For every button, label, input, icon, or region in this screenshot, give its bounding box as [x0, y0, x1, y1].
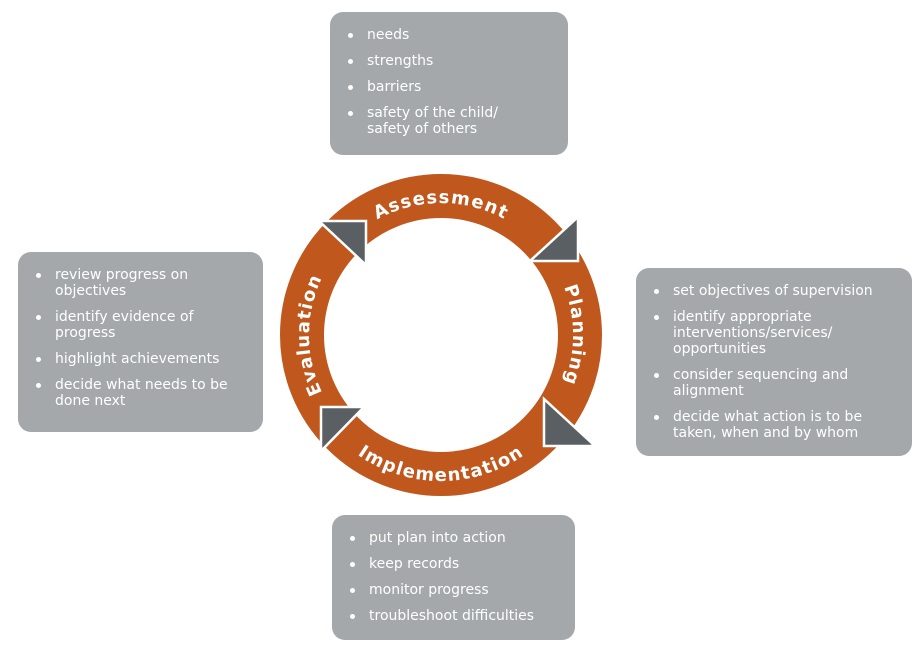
planning-panel: set objectives of supervision identify a…	[636, 268, 912, 456]
planning-bullet-list: set objectives of supervision identify a…	[636, 268, 912, 461]
list-item: review progress on objectives	[18, 267, 255, 299]
list-item-text: needs	[367, 27, 410, 43]
arrowhead-implementation-to-evaluation-icon	[319, 405, 367, 455]
cycle-ring	[280, 174, 602, 496]
bullet-dot	[36, 356, 41, 362]
list-item-text: highlight achievements	[55, 351, 220, 367]
bullet-dot	[348, 84, 353, 90]
list-item-text: keep records	[369, 556, 460, 572]
list-item-text: review progress on objectives	[55, 267, 189, 299]
bullet-dot	[654, 314, 659, 320]
list-item-text: barriers	[367, 79, 422, 95]
list-item-text: troubleshoot difficulties	[369, 608, 535, 624]
list-item-text: monitor progress	[369, 582, 489, 598]
bullet-dot	[36, 382, 41, 388]
bullet-dot	[350, 561, 355, 567]
list-item: troubleshoot difficulties	[332, 608, 567, 624]
list-item: decide what needs to be done next	[18, 377, 255, 409]
arrowhead-assessment-to-planning-icon	[526, 214, 580, 263]
bullet-dot	[654, 414, 659, 420]
list-item-text: identify appropriate interventions/servi…	[673, 309, 833, 357]
bullet-dot	[350, 587, 355, 593]
arrowhead-planning-to-implementation-icon	[542, 396, 599, 448]
list-item-text: put plan into action	[369, 530, 506, 546]
bullet-dot	[36, 272, 41, 278]
bullet-dot	[348, 32, 353, 38]
bullet-dot	[36, 314, 41, 320]
list-item: identify evidence of progress	[18, 309, 255, 341]
assessment-panel: needs strengths barriers safety of the c…	[330, 12, 568, 155]
list-item: highlight achievements	[18, 351, 255, 367]
list-item: monitor progress	[332, 582, 567, 598]
list-item-text: set objectives of supervision	[673, 283, 873, 299]
list-item: needs	[330, 27, 560, 43]
list-item: decide what action is to be taken, when …	[636, 409, 904, 441]
bullet-dot	[654, 372, 659, 378]
assessment-bullet-list: needs strengths barriers safety of the c…	[330, 12, 568, 157]
list-item: safety of the child/ safety of others	[330, 105, 560, 137]
list-item: put plan into action	[332, 530, 567, 546]
bullet-dot	[654, 288, 659, 294]
list-item-text: strengths	[367, 53, 434, 69]
list-item-text: consider sequencing and alignment	[673, 367, 849, 399]
list-item: keep records	[332, 556, 567, 572]
arrowhead-evaluation-to-assessment-icon	[315, 219, 368, 268]
list-item-text: decide what action is to be taken, when …	[673, 409, 863, 441]
list-item-text: safety of the child/ safety of others	[367, 105, 498, 137]
list-item: strengths	[330, 53, 560, 69]
list-item: barriers	[330, 79, 560, 95]
bullet-dot	[350, 535, 355, 541]
evaluation-panel: review progress on objectives identify e…	[18, 252, 263, 432]
bullet-dot	[348, 110, 353, 116]
evaluation-bullet-list: review progress on objectives identify e…	[18, 252, 263, 429]
implementation-bullet-list: put plan into action keep records monito…	[332, 515, 575, 644]
list-item: identify appropriate interventions/servi…	[636, 309, 904, 357]
list-item: consider sequencing and alignment	[636, 367, 904, 399]
implementation-panel: put plan into action keep records monito…	[332, 515, 575, 640]
bullet-dot	[348, 58, 353, 64]
list-item-text: decide what needs to be done next	[55, 377, 228, 409]
list-item-text: identify evidence of progress	[55, 309, 194, 341]
bullet-dot	[350, 613, 355, 619]
list-item: set objectives of supervision	[636, 283, 904, 299]
